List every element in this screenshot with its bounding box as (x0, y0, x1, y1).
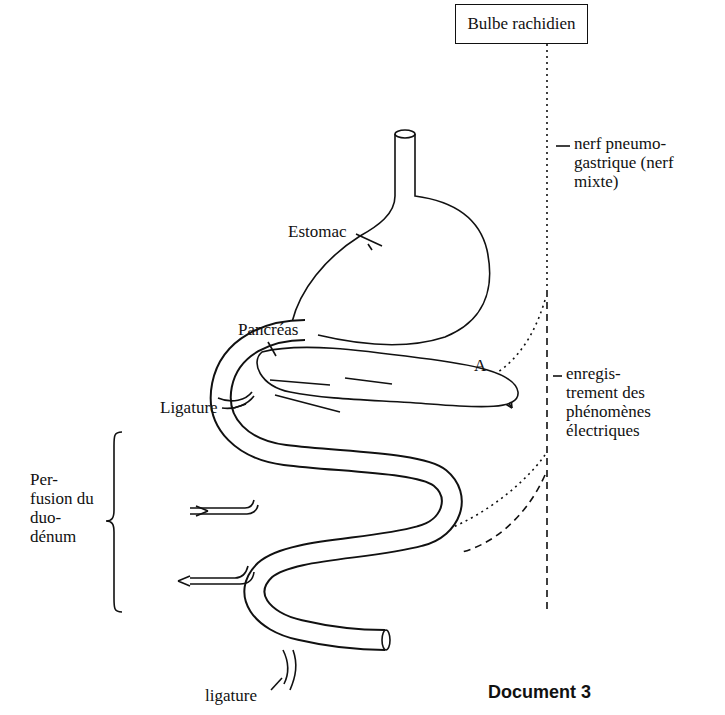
leader-line (556, 145, 570, 147)
perfusion-outlet (190, 566, 254, 584)
leader-line (268, 342, 276, 356)
brain-box: Bulbe rachidien (455, 4, 588, 44)
leader-line (234, 404, 246, 408)
pancreas (257, 347, 518, 406)
nerve-trunk-lower (546, 290, 548, 610)
duodenum-branch (462, 475, 545, 552)
point-label: A (474, 356, 490, 375)
organ-label: Estomac (288, 222, 368, 241)
box-label: Bulbe rachidien (467, 14, 575, 34)
leader-line (553, 375, 562, 377)
ligature-label: ligature (205, 686, 275, 705)
pancreatic-ducts (270, 378, 392, 412)
bracket (106, 432, 122, 612)
inlet-arrow (196, 506, 208, 516)
esophagus-opening (395, 130, 415, 138)
ligature-lower (283, 650, 296, 690)
duodenum-outline (221, 330, 452, 640)
nerve-label: nerf pneumo- gastrique (nerf mixte) (574, 134, 674, 191)
duodenum-lumen (221, 330, 452, 640)
ligature-upper (218, 392, 254, 408)
perfusion-label: Per- fusion du duo- dénum (30, 470, 96, 546)
leader-line (271, 678, 282, 690)
intestine-end (382, 630, 390, 650)
recording-label: enregis- trement des phénomènes électriq… (566, 364, 676, 440)
leader-line (356, 234, 382, 246)
caption: Document 3 (488, 682, 618, 702)
ligature-label: Ligature (160, 398, 240, 417)
outlet-arrow (178, 576, 190, 586)
organ-label: Pancréas (238, 320, 318, 339)
nerve-trunk (546, 44, 548, 290)
leader-line (368, 244, 372, 250)
